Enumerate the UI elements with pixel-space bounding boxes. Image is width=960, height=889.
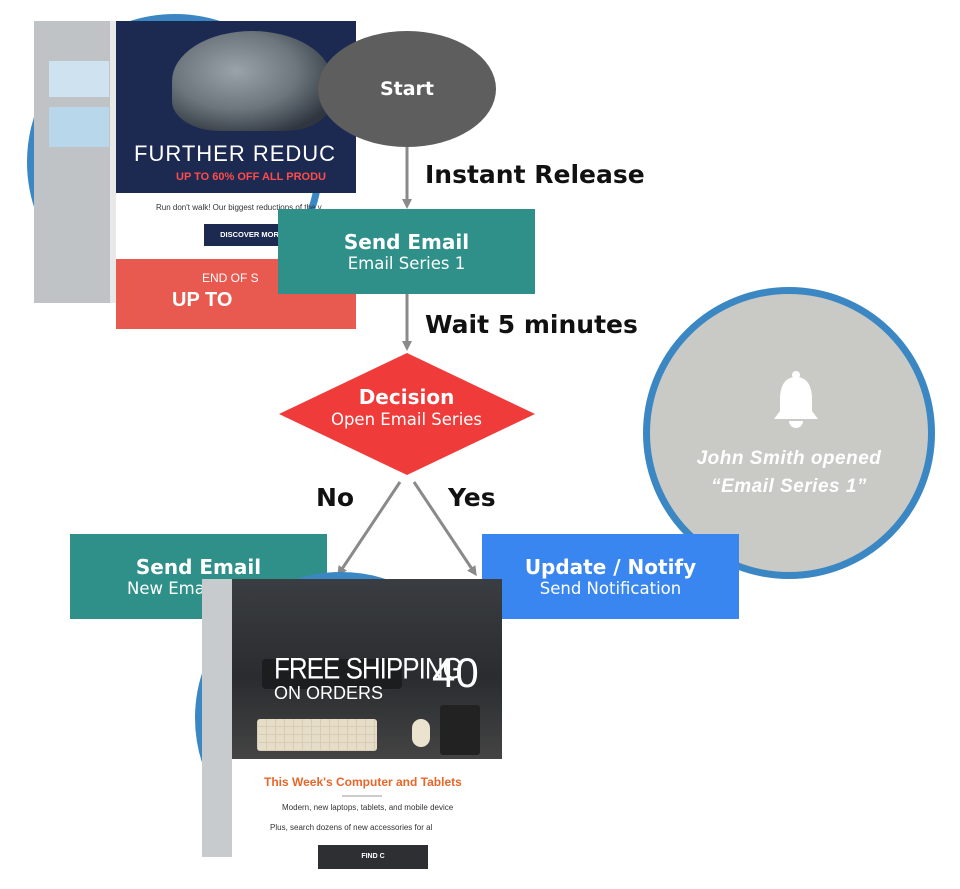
edge-label-no: No	[316, 483, 355, 512]
email2-hero-num: 40	[432, 649, 479, 696]
notification-line1: John Smith opened	[696, 448, 882, 469]
tablet-image	[440, 705, 480, 755]
update-subtitle: Send Notification	[539, 578, 682, 598]
mouse-image	[412, 719, 430, 747]
keyboard-image	[257, 719, 377, 751]
notification-line2: “Email Series 1”	[711, 476, 867, 497]
send-email-1-title: Send Email	[343, 229, 470, 254]
arrow-decision-no	[337, 481, 402, 577]
update-title: Update / Notify	[524, 554, 697, 579]
email2-section-title: This Week's Computer and Tablets	[264, 775, 462, 789]
email2-hero-line2: ON ORDERS	[274, 683, 384, 703]
email-preview-2: FREE SHIPPING ON ORDERS 40 This Week's C…	[195, 572, 502, 879]
start-node: Start	[318, 31, 496, 147]
email2-line2: Plus, search dozens of new accessories f…	[270, 823, 433, 832]
send-email-node-1: Send Email Email Series 1	[278, 209, 535, 294]
monitor-image	[262, 659, 402, 689]
update-notify-node: Update / Notify Send Notification	[482, 534, 739, 619]
edge-label-instant: Instant Release	[425, 160, 645, 189]
email1-button: DISCOVER MORE	[204, 224, 300, 246]
bell-icon	[774, 371, 818, 428]
send-email-1-subtitle: Email Series 1	[347, 253, 466, 273]
email2-button: FIND C	[318, 845, 428, 869]
shoe-image	[172, 31, 332, 131]
email2-line1: Modern, new laptops, tablets, and mobile…	[282, 803, 454, 812]
decision-title: Decision	[358, 385, 455, 409]
notification-circle: John Smith opened “Email Series 1”	[643, 287, 935, 579]
edge-label-yes: Yes	[448, 483, 496, 512]
email1-promo-line1: END OF S	[202, 271, 259, 285]
email-preview-1: FURTHER REDUC UP TO 60% OFF ALL PRODU Ru…	[27, 14, 356, 329]
email2-hero-line1: FREE SHIPPING	[274, 650, 463, 686]
email1-promo-line2: UP TO	[172, 289, 233, 311]
decision-diamond	[279, 353, 535, 475]
decision-subtitle: Open Email Series	[330, 410, 483, 429]
decision-node: Decision Open Email Series	[278, 384, 535, 430]
email1-body: Run don't walk! Our biggest reductions o…	[156, 203, 322, 212]
arrow-decision-yes	[412, 481, 477, 577]
edge-label-wait: Wait 5 minutes	[425, 310, 638, 339]
send-email-2-title: Send Email	[135, 554, 262, 579]
email1-hero-title: FURTHER REDUC	[134, 141, 337, 166]
email1-hero-sub: UP TO 60% OFF ALL PRODU	[176, 171, 326, 183]
